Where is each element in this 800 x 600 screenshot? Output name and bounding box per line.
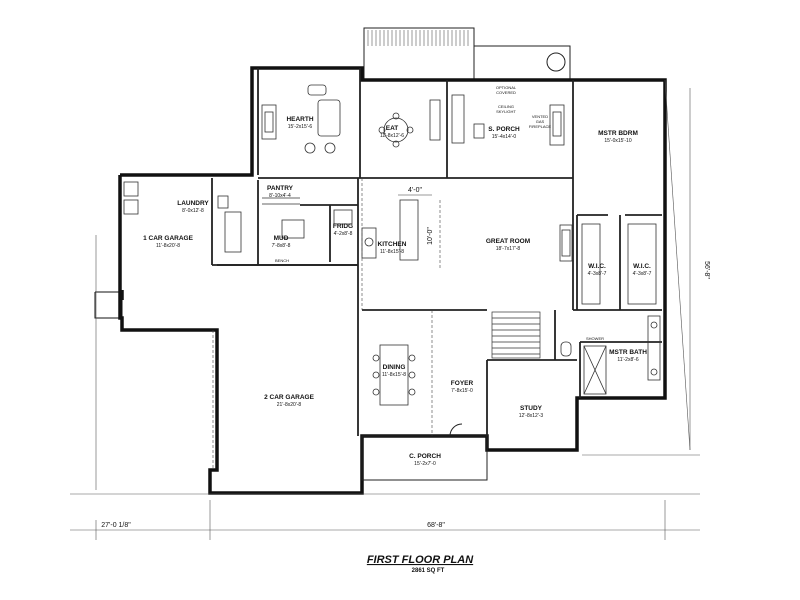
room-hearth-name: HEARTH	[286, 116, 313, 123]
dashed-lines	[212, 178, 441, 470]
room-wic-2-dim: 4'-3x8'-7	[633, 271, 652, 277]
room-c-porch-name: C. PORCH	[409, 453, 441, 460]
room-wic-1-dim: 4'-3x8'-7	[588, 271, 607, 277]
room-2-car-garage-dim: 21'-8x20'-8	[277, 402, 302, 408]
room-great-room-name: GREAT ROOM	[486, 238, 530, 245]
room-study-dim: 12'-8x12'-3	[519, 413, 544, 419]
room-pantry-name: PANTRY	[267, 185, 294, 192]
fireplace-note-2: GAS	[536, 119, 545, 124]
overall-depth-dim: 56'-8"	[703, 261, 710, 279]
room-kitchen-dim: 11'-8x15'-8	[380, 249, 404, 255]
room-laundry-dim: 8'-0x12'-8	[182, 208, 204, 214]
room-fridg-name: FRIDG	[333, 223, 353, 230]
room-pantry-dim: 8'-10x4'-4	[269, 193, 291, 199]
garage-doors	[94, 291, 345, 494]
overall-width-dim: 68'-8"	[427, 522, 445, 529]
hot-tub	[546, 52, 566, 72]
porch-option-note-2: COVERED	[496, 90, 516, 95]
fixtures	[123, 84, 661, 406]
room-eat-name: EAT	[386, 125, 399, 132]
porch-option-note-1: OPTIONAL	[496, 85, 517, 90]
room-laundry-name: LAUNDRY	[177, 200, 209, 207]
plan-area: 2861 SQ FT	[412, 568, 445, 574]
room-2-car-garage-name: 2 CAR GARAGE	[264, 394, 315, 401]
room-mstr-bath-dim: 11'-2x8'-6	[617, 357, 638, 363]
room-mstr-bdrm-dim: 15'-0x15'-10	[604, 138, 631, 144]
island-length-dim: 10'-0"	[427, 227, 434, 245]
covered-porch	[361, 423, 488, 481]
room-wic-1-name: W.I.C.	[588, 263, 606, 270]
room-mstr-bath-name: MSTR BATH	[609, 349, 647, 356]
room-s-porch-dim: 15'-4x14'-0	[492, 134, 517, 140]
offset-left-dim: 27'-0 1/8"	[101, 522, 131, 529]
plan-notes: OPTIONAL COVERED CEILING SKYLIGHT VENTED…	[275, 85, 604, 341]
room-dining-dim: 11'-8x15'-8	[382, 372, 406, 378]
room-study-name: STUDY	[520, 405, 543, 412]
room-s-porch-name: S. PORCH	[488, 126, 520, 133]
room-kitchen-name: KITCHEN	[378, 241, 407, 248]
room-mstr-bdrm-name: MSTR BDRM	[598, 130, 638, 137]
room-foyer-dim: 7'-8x15'-0	[451, 388, 473, 394]
room-wic-2-name: W.I.C.	[633, 263, 651, 270]
room-dining-name: DINING	[383, 364, 406, 371]
plan-title: FIRST FLOOR PLAN	[367, 554, 474, 566]
room-eat-dim: 11'-8x12'-6	[380, 133, 404, 139]
room-mud-name: MUD	[274, 235, 289, 242]
porch-option-note-4: SKYLIGHT	[496, 109, 516, 114]
fireplace-note-1: VENTED	[532, 114, 548, 119]
room-c-porch-dim: 15'-2x7'-0	[414, 461, 436, 467]
room-hearth-dim: 15'-2x15'-6	[288, 124, 313, 130]
interior-walls	[211, 68, 662, 436]
bench-note: BENCH	[275, 258, 289, 263]
rear-deck	[363, 27, 571, 81]
room-mud-dim: 7'-8x8'-8	[272, 243, 291, 249]
room-1-car-garage-dim: 11'-8x20'-8	[156, 243, 180, 249]
title-block: FIRST FLOOR PLAN 2861 SQ FT	[367, 554, 474, 574]
dimension-labels: 4'-0" 10'-0" 56'-8" 68'-8" 27'-0 1/8"	[101, 187, 710, 529]
room-great-room-dim: 18'-7x17'-8	[496, 246, 521, 252]
room-labels: HEARTH 15'-2x15'-6 EAT 11'-8x12'-6 S. PO…	[143, 116, 652, 467]
porch-option-note-3: CEILING	[498, 104, 514, 109]
property-lines	[70, 79, 700, 540]
fireplace-note-3: FIREPLACE	[529, 124, 552, 129]
island-width-dim: 4'-0"	[408, 187, 422, 194]
room-fridg-dim: 4'-2x8'-8	[334, 231, 353, 237]
shower-note: SHOWER	[586, 336, 604, 341]
room-foyer-name: FOYER	[451, 380, 474, 387]
room-1-car-garage-name: 1 CAR GARAGE	[143, 235, 194, 242]
